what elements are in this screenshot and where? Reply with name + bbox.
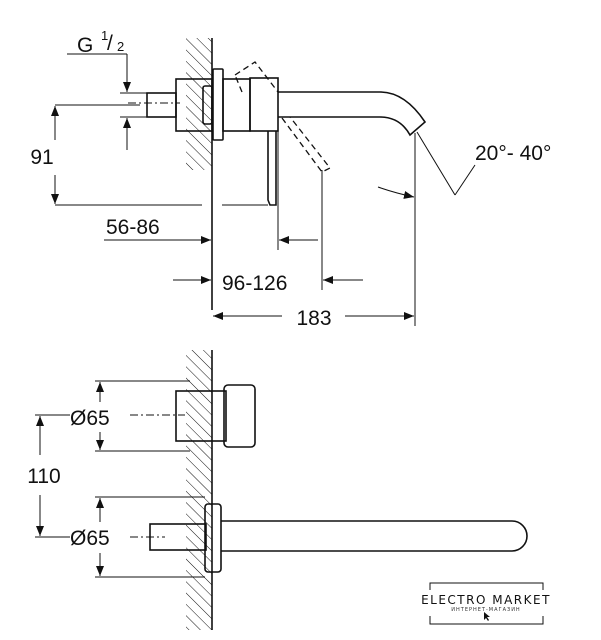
spout-length: 183 — [296, 307, 331, 330]
cursor-icon — [484, 612, 490, 621]
lever — [267, 131, 277, 206]
thread-fraction-num: 1 — [101, 28, 108, 43]
mixer-handle — [223, 384, 256, 448]
wall-hatch-2 — [186, 350, 212, 630]
diameter-top: Ø65 — [70, 407, 110, 430]
electro-market-logo: ELECTRO MARKET ИНТЕРНЕТ-МАГАЗИН — [421, 582, 551, 625]
mixer-box — [249, 77, 279, 132]
mixer-body — [175, 390, 227, 442]
wall-hatch — [186, 38, 212, 170]
logo-name: ELECTRO MARKET — [421, 593, 551, 607]
angle-range: 20°- 40° — [475, 142, 551, 165]
logo-tagline: ИНТЕРНЕТ-МАГАЗИН — [451, 607, 520, 613]
depth-range-1: 56-86 — [106, 216, 160, 239]
spout-plate — [204, 503, 222, 573]
thread-label: G — [77, 34, 93, 57]
inlet-pipe — [146, 92, 177, 118]
wall-plate — [212, 68, 224, 141]
spout — [278, 91, 427, 137]
front-view: Ø65 Ø65 110 — [27, 350, 528, 630]
side-view: G 1 / 2 91 56-86 96-126 183 20°- 40° — [30, 28, 551, 330]
fraction-slash: / — [107, 32, 113, 55]
spout-front — [221, 520, 528, 552]
thread-fraction-den: 2 — [117, 39, 124, 54]
depth-range-2: 96-126 — [222, 272, 287, 295]
height-dim: 91 — [30, 146, 53, 169]
spacing-dim: 110 — [27, 465, 60, 488]
diameter-bottom: Ø65 — [70, 527, 110, 550]
